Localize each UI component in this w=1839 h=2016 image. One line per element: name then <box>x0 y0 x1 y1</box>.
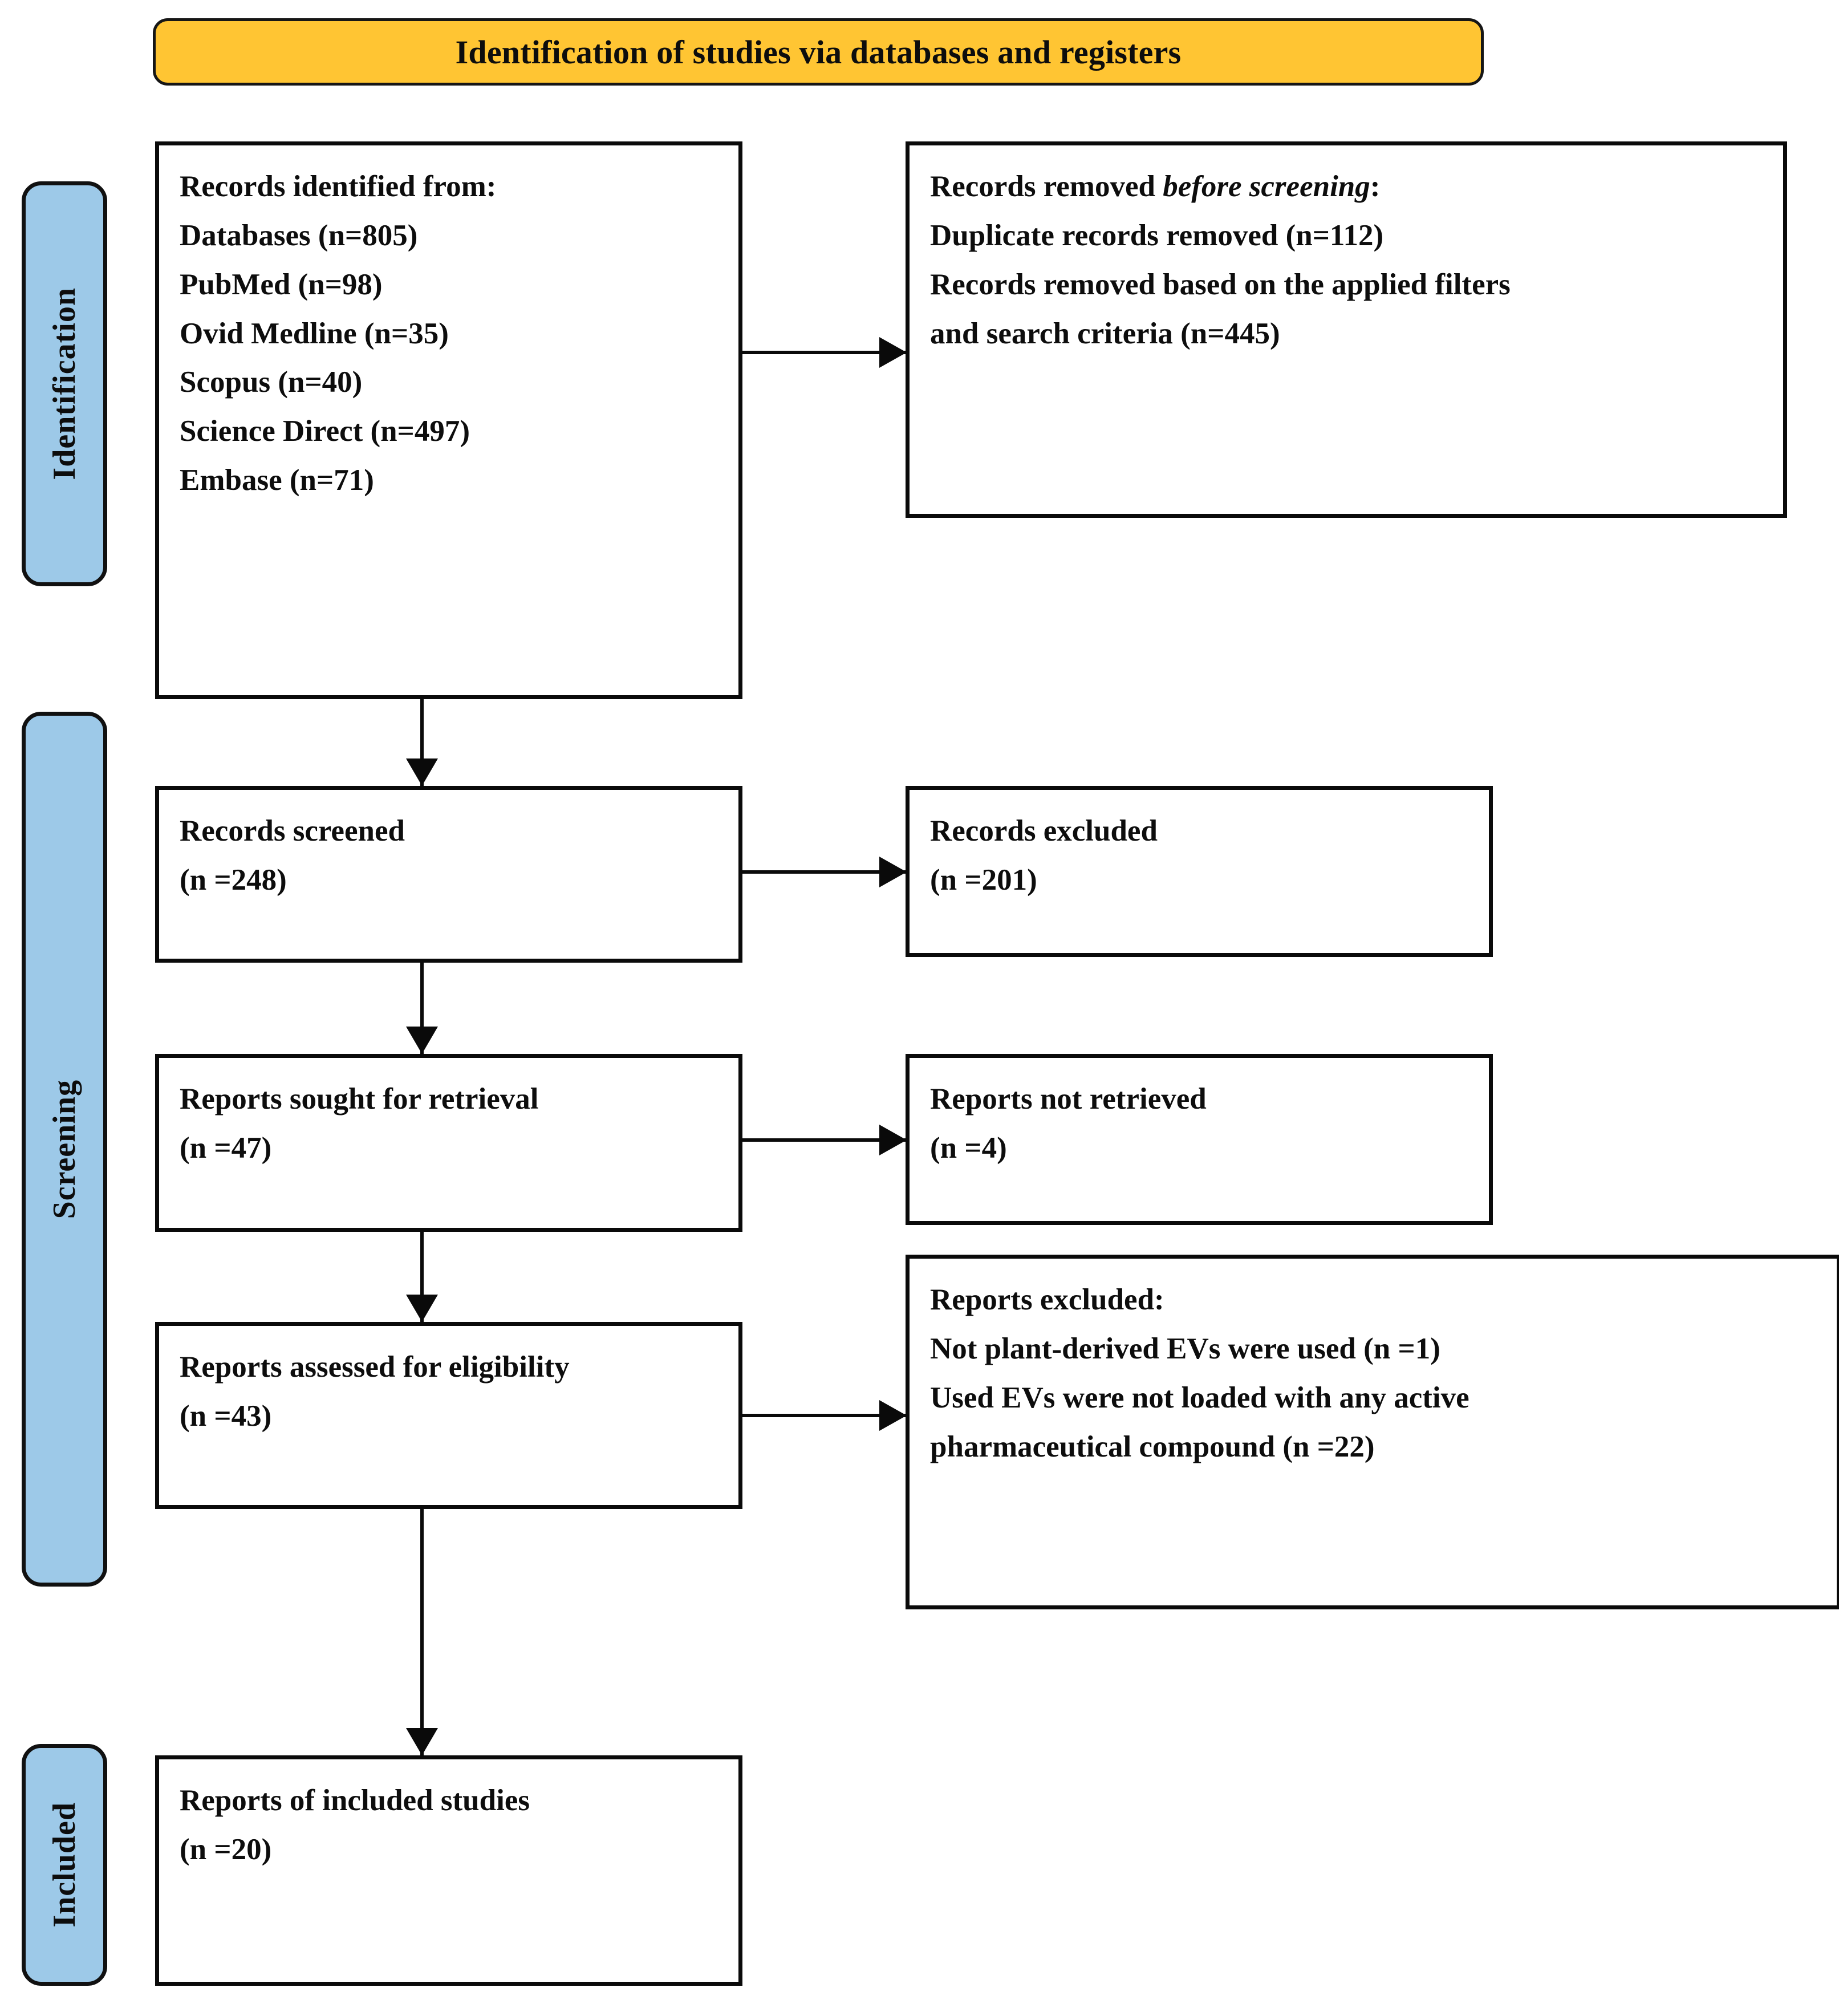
box-reports-sought-for-retrieval: Reports sought for retrieval (n =47) <box>155 1054 742 1232</box>
reports-not-retrieved-title: Reports not retrieved <box>930 1082 1207 1116</box>
records-identified-line-scopus: Scopus (n=40) <box>180 366 363 399</box>
connector-eligibility-to-reports-excluded <box>742 1400 907 1431</box>
records-removed-heading-prefix: Records removed <box>930 170 1163 203</box>
connector-line <box>742 870 906 874</box>
box-reports-assessed-for-eligibility: Reports assessed for eligibility (n =43) <box>155 1322 742 1509</box>
phase-rail-label-screening: Screening <box>47 1079 82 1219</box>
connector-line <box>420 699 424 786</box>
connector-screened-to-sought <box>406 963 438 1054</box>
reports-eligibility-title: Reports assessed for eligibility <box>180 1350 570 1384</box>
arrowhead-right-icon <box>879 857 907 887</box>
connector-identified-to-screened <box>406 699 438 786</box>
phase-rail-label-identification: Identification <box>47 287 82 480</box>
connector-line <box>420 963 424 1054</box>
records-removed-heading: Records removed before screening: <box>930 163 1763 212</box>
records-removed-heading-italic: before screening <box>1163 170 1370 203</box>
reports-excluded-reason-not-plant-derived: Not plant-derived EVs were used (n =1) <box>930 1332 1440 1365</box>
phase-rail-identification: Identification <box>22 181 107 586</box>
reports-excluded-reason-no-compound-line1: Used EVs were not loaded with any active <box>930 1381 1469 1414</box>
box-records-identified: Records identified from: Databases (n=80… <box>155 141 742 699</box>
connector-line <box>420 1232 424 1322</box>
reports-excluded-reason-no-compound-line2: pharmaceutical compound (n =22) <box>930 1430 1375 1463</box>
included-studies-count: (n =20) <box>180 1832 272 1866</box>
records-identified-line-science-direct: Science Direct (n=497) <box>180 415 470 448</box>
records-removed-heading-suffix: : <box>1370 170 1381 203</box>
reports-sought-title: Reports sought for retrieval <box>180 1082 539 1116</box>
connector-line <box>742 1138 906 1142</box>
box-reports-of-included-studies: Reports of included studies (n =20) <box>155 1755 742 1986</box>
records-identified-line-databases: Databases (n=805) <box>180 218 418 252</box>
connector-identified-to-removed <box>742 337 907 368</box>
box-records-screened: Records screened (n =248) <box>155 786 742 963</box>
records-screened-count: (n =248) <box>180 863 287 897</box>
records-removed-duplicates: Duplicate records removed (n=112) <box>930 218 1384 252</box>
arrowhead-right-icon <box>879 1125 907 1155</box>
reports-sought-count: (n =47) <box>180 1131 272 1165</box>
records-identified-heading: Records identified from: <box>180 170 497 203</box>
records-excluded-title: Records excluded <box>930 814 1158 847</box>
box-reports-not-retrieved: Reports not retrieved (n =4) <box>906 1054 1493 1225</box>
arrowhead-right-icon <box>879 1400 907 1431</box>
records-identified-line-embase: Embase (n=71) <box>180 464 374 497</box>
connector-screened-to-records-excluded <box>742 857 907 887</box>
records-identified-line-pubmed: PubMed (n=98) <box>180 267 383 301</box>
arrowhead-down-icon <box>406 1027 438 1054</box>
reports-not-retrieved-count: (n =4) <box>930 1131 1007 1165</box>
phase-rail-included: Included <box>22 1744 107 1986</box>
connector-line <box>742 351 906 354</box>
phase-rail-label-included: Included <box>47 1802 82 1928</box>
arrowhead-down-icon <box>406 1295 438 1322</box>
diagram-header-banner: Identification of studies via databases … <box>153 18 1484 86</box>
arrowhead-down-icon <box>406 758 438 786</box>
connector-line <box>742 1414 906 1417</box>
records-screened-title: Records screened <box>180 814 405 847</box>
connector-sought-to-not-retrieved <box>742 1125 907 1155</box>
included-studies-title: Reports of included studies <box>180 1784 530 1817</box>
connector-eligibility-to-included <box>406 1509 438 1755</box>
records-excluded-count: (n =201) <box>930 863 1037 897</box>
connector-line <box>420 1509 424 1755</box>
reports-excluded-heading: Reports excluded: <box>930 1283 1164 1316</box>
box-records-removed-before-screening: Records removed before screening: Duplic… <box>906 141 1787 518</box>
phase-rail-screening: Screening <box>22 712 107 1587</box>
connector-sought-to-eligibility <box>406 1232 438 1322</box>
box-reports-excluded: Reports excluded: Not plant-derived EVs … <box>906 1255 1839 1609</box>
records-removed-filters-line2: and search criteria (n=445) <box>930 317 1280 350</box>
arrowhead-down-icon <box>406 1728 438 1755</box>
records-removed-filters-line1: Records removed based on the applied fil… <box>930 267 1511 301</box>
banner-title: Identification of studies via databases … <box>455 33 1182 71</box>
records-identified-line-ovid-medline: Ovid Medline (n=35) <box>180 317 449 350</box>
box-records-excluded: Records excluded (n =201) <box>906 786 1493 957</box>
reports-eligibility-count: (n =43) <box>180 1399 272 1433</box>
arrowhead-right-icon <box>879 337 907 368</box>
